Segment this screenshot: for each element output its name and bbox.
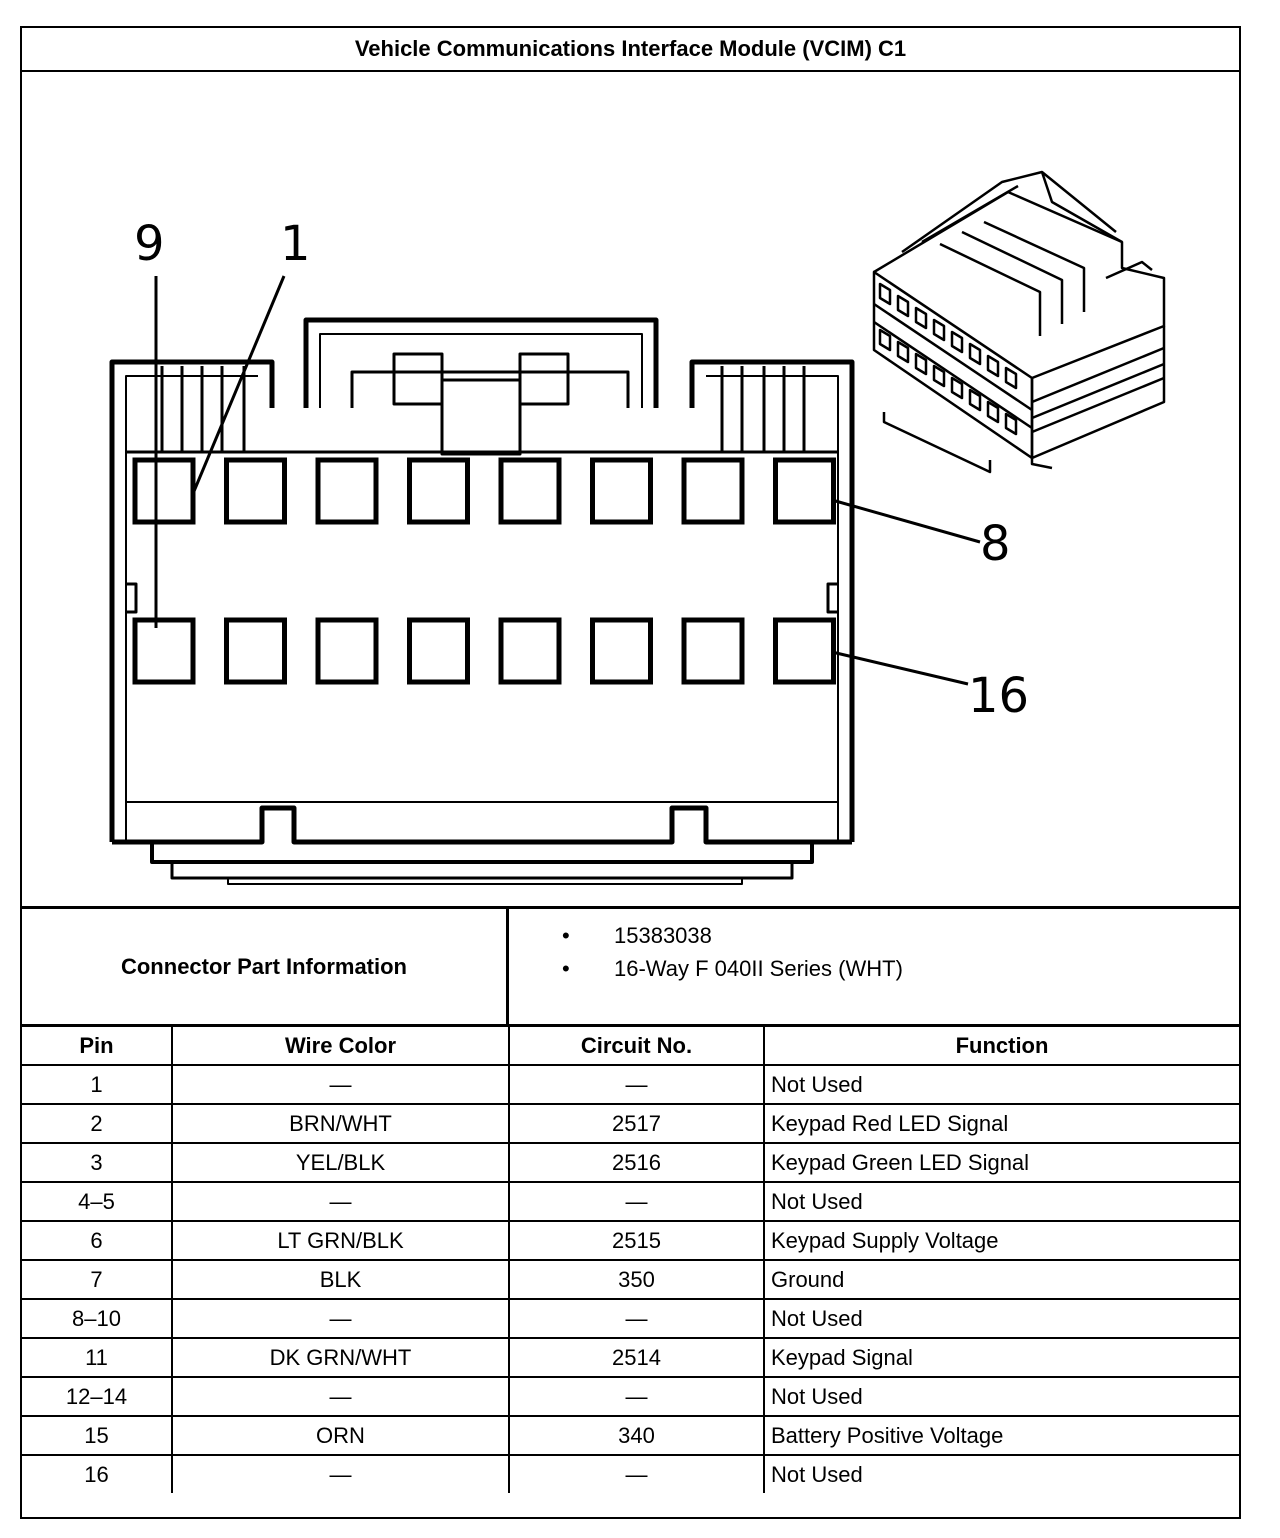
callout-pin-1: 1 <box>280 216 311 272</box>
cell-function: Keypad Green LED Signal <box>763 1142 1239 1183</box>
header-circuit-no: Circuit No. <box>508 1024 765 1066</box>
cell-circuit-no: 2514 <box>508 1337 765 1378</box>
cell-function: Not Used <box>763 1181 1239 1222</box>
cell-pin: 16 <box>22 1454 173 1493</box>
callout-pin-8: 8 <box>980 516 1011 572</box>
table-row: 4–5——Not Used <box>22 1181 1239 1222</box>
table-row: 12–14——Not Used <box>22 1376 1239 1417</box>
pin-cavity <box>224 457 287 525</box>
cell-function: Not Used <box>763 1376 1239 1417</box>
table-row: 16——Not Used <box>22 1454 1239 1493</box>
cell-function: Not Used <box>763 1064 1239 1105</box>
header-wire-color: Wire Color <box>171 1024 510 1066</box>
cell-function: Battery Positive Voltage <box>763 1415 1239 1456</box>
cell-function: Ground <box>763 1259 1239 1300</box>
connector-sheet: Vehicle Communications Interface Module … <box>20 26 1241 1519</box>
connector-info-label: Connector Part Information <box>22 909 509 1024</box>
header-pin: Pin <box>22 1024 173 1066</box>
cell-function: Keypad Red LED Signal <box>763 1103 1239 1144</box>
cell-wire-color: BLK <box>171 1259 510 1300</box>
cell-pin: 7 <box>22 1259 173 1300</box>
cell-circuit-no: — <box>508 1454 765 1493</box>
cell-wire-color: BRN/WHT <box>171 1103 510 1144</box>
pin-cavity <box>498 457 562 525</box>
cell-wire-color: DK GRN/WHT <box>171 1337 510 1378</box>
table-row: 8–10——Not Used <box>22 1298 1239 1339</box>
pin-cavity <box>590 457 653 525</box>
callout-pin-9: 9 <box>134 216 165 272</box>
connector-figure: 9 1 8 16 <box>22 72 1239 906</box>
cell-circuit-no: 2515 <box>508 1220 765 1261</box>
cell-pin: 11 <box>22 1337 173 1378</box>
cell-function: Not Used <box>763 1298 1239 1339</box>
cell-circuit-no: — <box>508 1181 765 1222</box>
cell-function: Not Used <box>763 1454 1239 1493</box>
pin-cavity <box>224 617 287 685</box>
cell-pin: 12–14 <box>22 1376 173 1417</box>
connector-part-number: 15383038 <box>562 919 903 952</box>
cell-circuit-no: 350 <box>508 1259 765 1300</box>
pin-cavity <box>132 617 196 685</box>
pin-cavity <box>498 617 562 685</box>
connector-info-list: 15383038 16-Way F 040II Series (WHT) <box>562 919 903 985</box>
page-title: Vehicle Communications Interface Module … <box>22 28 1239 72</box>
cell-circuit-no: — <box>508 1298 765 1339</box>
connector-series: 16-Way F 040II Series (WHT) <box>562 952 903 985</box>
pin-cavity <box>681 457 745 525</box>
cell-circuit-no: — <box>508 1376 765 1417</box>
pin-cavity <box>590 617 653 685</box>
cell-pin: 8–10 <box>22 1298 173 1339</box>
cell-wire-color: — <box>171 1454 510 1493</box>
callout-pin-16: 16 <box>968 668 1029 724</box>
leader-line-8 <box>831 498 981 544</box>
cell-wire-color: — <box>171 1298 510 1339</box>
connector-face-drawing: 9 1 8 16 <box>109 170 1166 885</box>
pin-cavity <box>132 457 196 525</box>
cell-wire-color: YEL/BLK <box>171 1142 510 1183</box>
header-function: Function <box>763 1024 1239 1066</box>
pin-cavity <box>315 457 379 525</box>
pin-cavity <box>407 457 470 525</box>
cell-function: Keypad Supply Voltage <box>763 1220 1239 1261</box>
leader-line-16 <box>831 650 969 686</box>
cell-function: Keypad Signal <box>763 1337 1239 1378</box>
cell-pin: 6 <box>22 1220 173 1261</box>
connector-part-information: Connector Part Information 15383038 16-W… <box>22 906 1239 1024</box>
table-row: 1——Not Used <box>22 1064 1239 1105</box>
cell-pin: 1 <box>22 1064 173 1105</box>
cell-circuit-no: — <box>508 1064 765 1105</box>
cell-wire-color: LT GRN/BLK <box>171 1220 510 1261</box>
cell-wire-color: — <box>171 1181 510 1222</box>
pin-cavity <box>315 617 379 685</box>
cell-circuit-no: 2516 <box>508 1142 765 1183</box>
cell-circuit-no: 2517 <box>508 1103 765 1144</box>
cell-pin: 4–5 <box>22 1181 173 1222</box>
cell-pin: 15 <box>22 1415 173 1456</box>
cell-wire-color: ORN <box>171 1415 510 1456</box>
pin-cavity <box>773 617 836 685</box>
pin-cavity <box>407 617 470 685</box>
cell-wire-color: — <box>171 1376 510 1417</box>
cell-circuit-no: 340 <box>508 1415 765 1456</box>
cell-pin: 3 <box>22 1142 173 1183</box>
pin-cavity <box>681 617 745 685</box>
pinout-table: Pin Wire Color Circuit No. Function 1——N… <box>22 1024 1239 1493</box>
pin-cavity <box>773 457 836 525</box>
cell-pin: 2 <box>22 1103 173 1144</box>
cell-wire-color: — <box>171 1064 510 1105</box>
connector-isometric-view <box>872 170 1166 474</box>
table-header-row: Pin Wire Color Circuit No. Function <box>22 1024 1239 1066</box>
leader-line-1 <box>190 275 286 497</box>
